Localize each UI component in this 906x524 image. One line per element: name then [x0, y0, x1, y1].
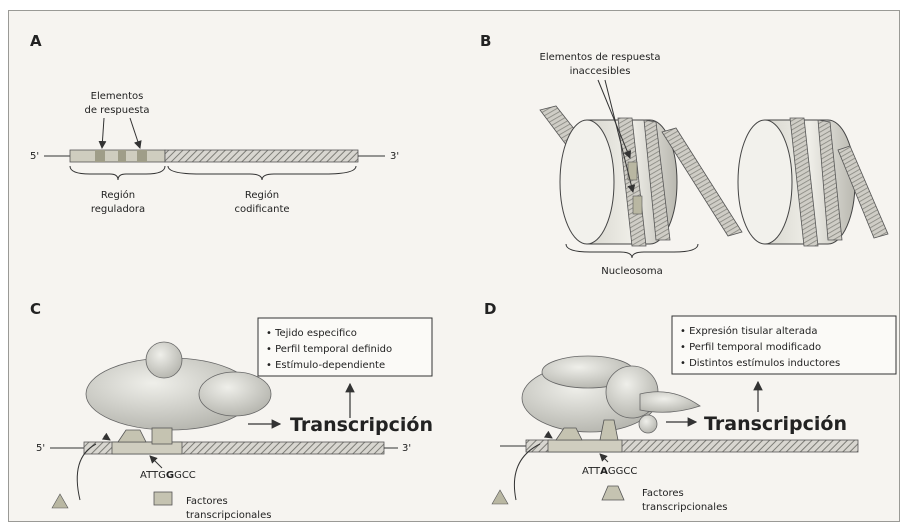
nucleosome-2-face [738, 120, 792, 244]
pointer-arrow-2 [130, 118, 140, 148]
d-free-factor-triangle [492, 490, 508, 504]
d-seq-pre: ATT [582, 466, 601, 477]
d-factors-label-2: transcripcionales [642, 502, 727, 513]
c-free-factor-triangle [52, 494, 68, 508]
c-transcription-label: Transcripción [290, 414, 433, 436]
d-free-factor-trapezoid [602, 486, 624, 500]
panel-b-letter: B [480, 32, 491, 50]
regulatory-region [70, 150, 165, 162]
d-transcription-label: Transcripción [704, 413, 847, 435]
coding-label-1: Región [245, 189, 279, 201]
regulatory-label-1: Región [101, 189, 135, 201]
c-end-3: 3' [402, 443, 411, 454]
pointer-arrow-1 [102, 118, 104, 148]
coding-label-2: codificante [234, 204, 289, 215]
c-bound-factor-1 [118, 430, 146, 442]
c-factors-label-1: Factores [186, 496, 228, 507]
d-protein-wing [640, 392, 700, 413]
d-seq-post: GGCC [608, 466, 637, 477]
d-box-line-2: • Perfil temporal modificado [680, 342, 821, 353]
c-seq-bold: G [166, 470, 174, 481]
c-bound-factor-2 [152, 428, 172, 444]
response-element-2 [118, 150, 126, 162]
panel-a: A Elementos de respuesta 5' 3' Región re… [30, 32, 399, 215]
inaccessible-element-2 [633, 196, 642, 214]
d-protein-small-ball [639, 415, 657, 433]
response-element-1 [95, 150, 105, 162]
c-box-line-1: • Tejido especifico [266, 328, 357, 339]
d-factors-label-1: Factores [642, 488, 684, 499]
c-factors-label-2: transcripcionales [186, 510, 271, 521]
c-protein-small [199, 372, 271, 416]
response-elements-label-1: Elementos [91, 91, 144, 102]
panel-d: D • Expresión tisular alterada • Perfil … [484, 300, 896, 513]
inaccessible-label-2: inaccesibles [570, 66, 631, 77]
d-curve-arrowhead [546, 434, 552, 438]
panel-c: C • Tejido especifico • Perfil temporal … [30, 300, 433, 521]
panel-a-letter: A [30, 32, 42, 50]
nucleosome-1-face [560, 120, 614, 244]
panel-d-letter: D [484, 300, 496, 318]
d-box-line-1: • Expresión tisular alterada [680, 325, 817, 337]
c-curve-arrowhead [104, 436, 110, 440]
inaccessible-label-1: Elementos de respuesta [540, 52, 661, 63]
c-sequence: ATTGGGCC [140, 470, 196, 481]
c-protein-sphere [146, 342, 182, 378]
panel-c-letter: C [30, 300, 41, 318]
d-sequence: ATTAGGCC [582, 466, 637, 477]
c-seq-post: GCC [174, 470, 196, 481]
response-element-3 [137, 150, 147, 162]
c-end-5: 5' [36, 443, 45, 454]
panel-b: B Elementos de respuesta inaccesibles Nu… [480, 32, 888, 277]
coding-brace [168, 166, 356, 180]
a-end-3: 3' [390, 151, 399, 162]
c-seq-pre: ATTG [140, 470, 166, 481]
d-regulatory-region [548, 440, 622, 452]
coding-region [165, 150, 358, 162]
c-box-line-2: • Perfil temporal definido [266, 344, 392, 355]
nucleosome-label: Nucleosoma [601, 266, 663, 277]
response-elements-label-2: de respuesta [84, 105, 149, 116]
c-seq-pointer [150, 456, 162, 468]
d-seq-pointer [600, 454, 608, 462]
c-free-factor-square [154, 492, 172, 505]
a-end-5: 5' [30, 151, 39, 162]
regulatory-brace [70, 166, 165, 180]
regulatory-label-2: reguladora [91, 204, 145, 215]
c-box-line-3: • Estímulo-dependiente [266, 359, 385, 371]
d-box-line-3: • Distintos estímulos inductores [680, 357, 840, 369]
